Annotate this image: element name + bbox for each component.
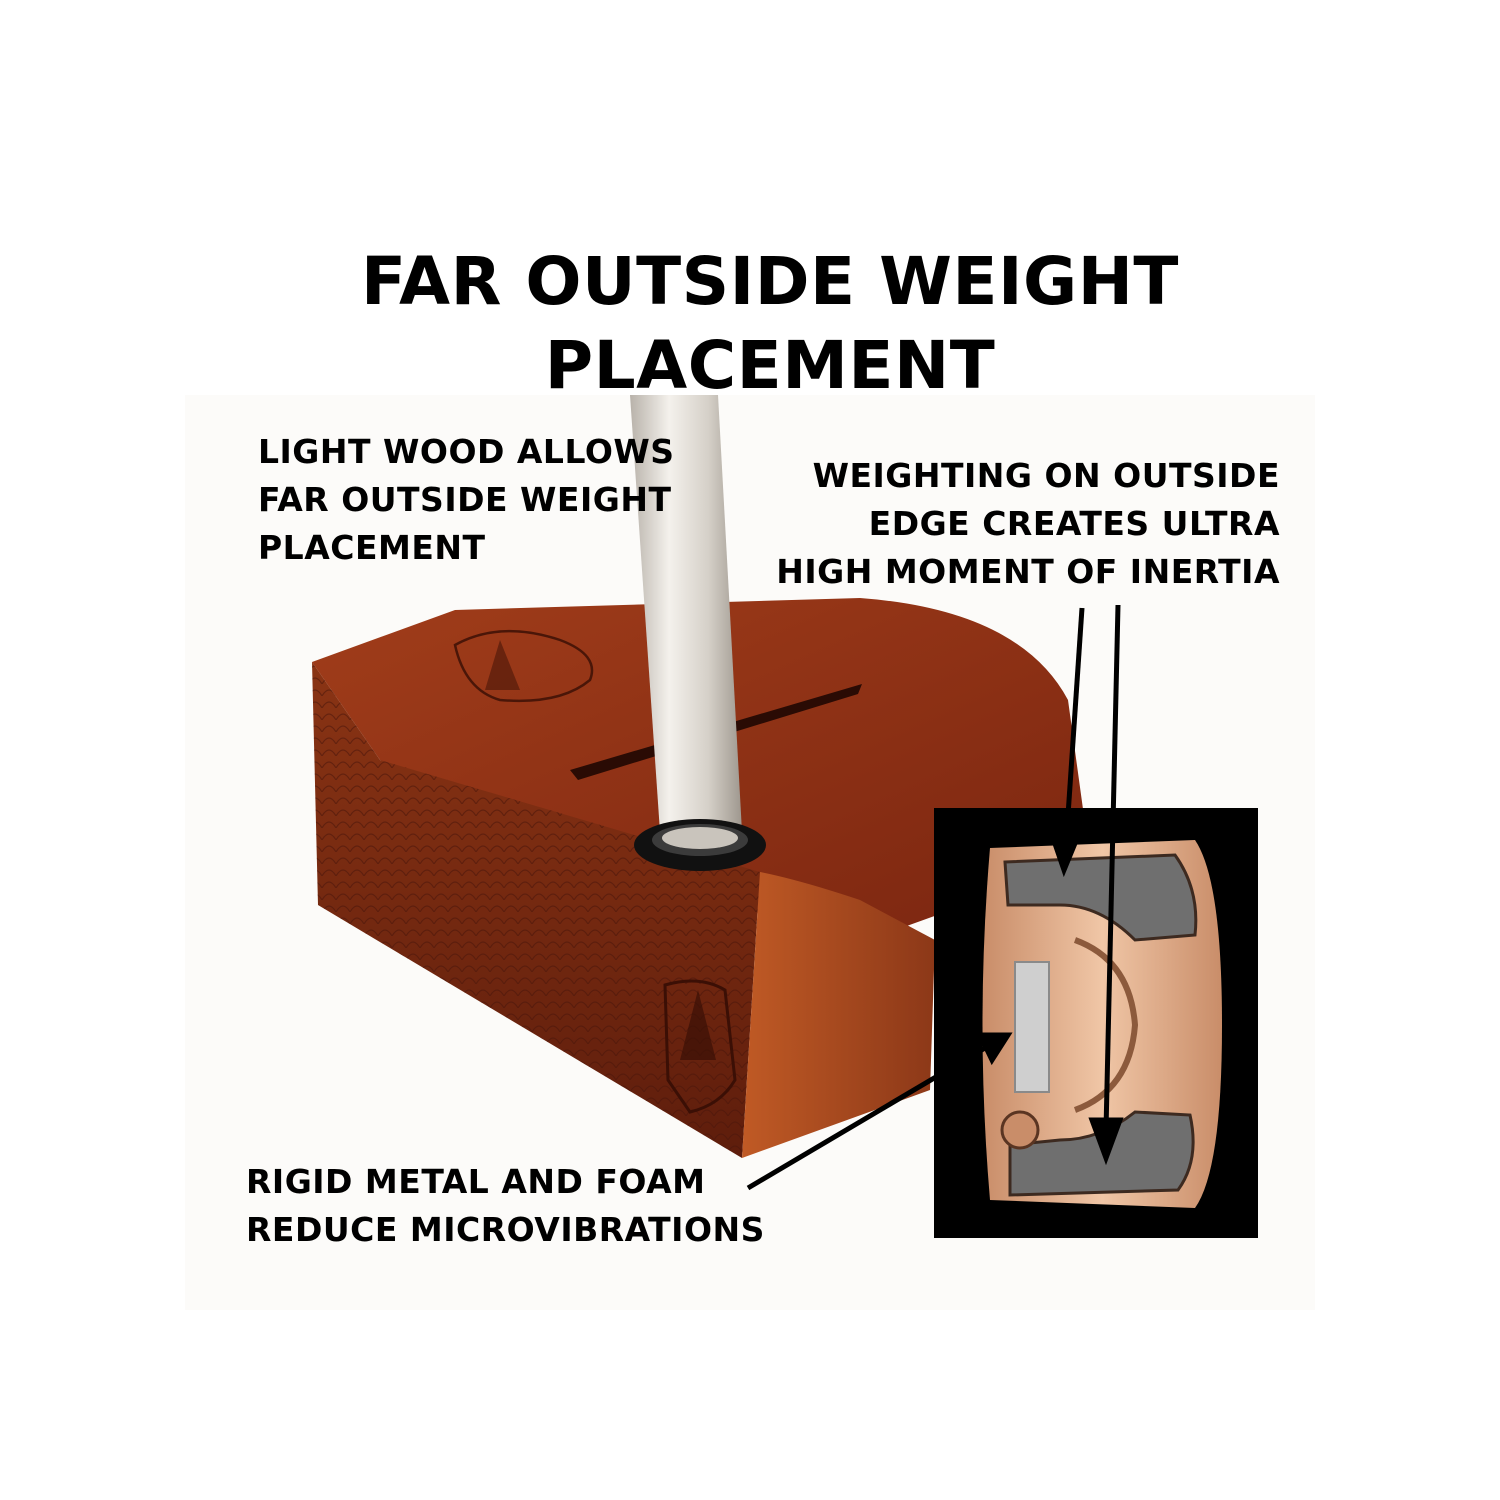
weight-pocket-top: [1003, 853, 1198, 942]
callout-line: EDGE CREATES ULTRA: [868, 504, 1280, 543]
callout-rigid-metal: RIGID METAL AND FOAM REDUCE MICROVIBRATI…: [246, 1158, 765, 1254]
metal-insert-bar: [1014, 961, 1050, 1093]
tree-crest-icon: [663, 979, 737, 1114]
putter-end-face: [742, 872, 935, 1158]
title-line-1: FAR OUTSIDE WEIGHT: [361, 243, 1179, 320]
callout-line: RIGID METAL AND FOAM: [246, 1162, 706, 1201]
callout-line: REDUCE MICROVIBRATIONS: [246, 1210, 765, 1249]
title-line-2: PLACEMENT: [544, 327, 996, 404]
callout-line: WEIGHTING ON OUTSIDE: [812, 456, 1280, 495]
callout-outside-edge: WEIGHTING ON OUTSIDE EDGE CREATES ULTRA …: [776, 452, 1280, 596]
callout-line: HIGH MOMENT OF INERTIA: [776, 552, 1280, 591]
arrow-outside-edge-1: [1048, 607, 1085, 878]
page-title: FAR OUTSIDE WEIGHT PLACEMENT: [250, 240, 1290, 408]
arrow-rigid-metal: [746, 1032, 1013, 1191]
weight-pocket-bottom: [1008, 1110, 1195, 1197]
callout-line: FAR OUTSIDE WEIGHT: [258, 480, 672, 519]
callout-line: LIGHT WOOD ALLOWS: [258, 432, 675, 471]
top-crest-icon: [453, 629, 594, 703]
callout-line: PLACEMENT: [258, 528, 486, 567]
arrow-outside-edge-2: [1088, 604, 1124, 1166]
callout-light-wood: LIGHT WOOD ALLOWS FAR OUTSIDE WEIGHT PLA…: [258, 428, 675, 572]
putter-shaft: [630, 395, 742, 832]
